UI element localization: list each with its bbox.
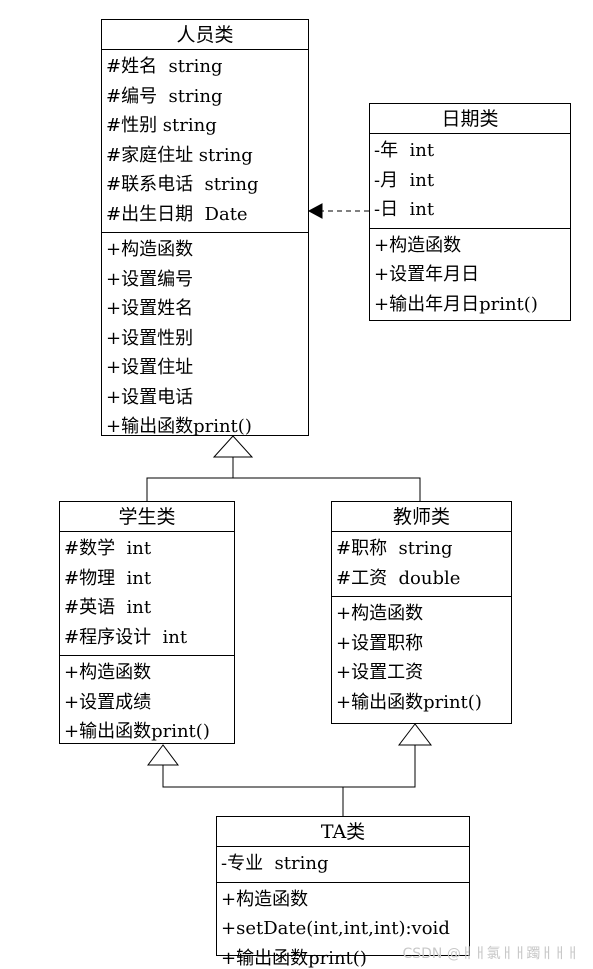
method: +设置住址 — [106, 357, 194, 378]
class-person: 人员类 #姓名 string #编号 string #性别 string #家庭… — [101, 19, 309, 437]
attribute: #工资 double — [336, 567, 461, 589]
method: +输出函数print() — [106, 416, 252, 437]
method-list: +构造函数 +设置年月日 +输出年月日print() — [370, 229, 570, 320]
class-student: 学生类 #数学 int #物理 int #英语 int #程序设计 int +构… — [59, 501, 235, 744]
generalization-student-person — [146, 477, 421, 501]
attribute: #联系电话 string — [106, 174, 259, 195]
attribute: -年 int — [374, 140, 435, 161]
attribute: -月 int — [374, 169, 435, 191]
generalization-arrowhead-person — [212, 435, 254, 458]
attribute: #物理 int — [64, 567, 152, 589]
attribute: #程序设计 int — [64, 626, 188, 648]
attribute-list: -专业 string — [217, 847, 469, 883]
attribute: #姓名 string — [106, 56, 223, 77]
method: +setDate(int,int,int):void — [221, 918, 450, 939]
class-name: 教师类 — [332, 502, 511, 532]
class-ta: TA类 -专业 string +构造函数 +setDate(int,int,in… — [216, 816, 470, 969]
attribute: #家庭住址 string — [106, 144, 253, 166]
method: +设置工资 — [336, 662, 424, 683]
method-list: +构造函数 +设置编号 +设置姓名 +设置性别 +设置住址 +设置电话 +输出函… — [102, 233, 308, 442]
generalization-arrowhead-student — [147, 744, 179, 766]
method: +构造函数 — [336, 603, 424, 624]
generalization-arrowhead-teacher — [397, 723, 433, 746]
class-name: 学生类 — [60, 502, 234, 532]
method: +设置成绩 — [64, 691, 152, 713]
generalization-ta-student — [162, 765, 344, 816]
method-list: +构造函数 +设置职称 +设置工资 +输出函数print() — [332, 597, 511, 717]
class-date: 日期类 -年 int -月 int -日 int +构造函数 +设置年月日 +输… — [369, 103, 571, 321]
attribute-list: -年 int -月 int -日 int — [370, 134, 570, 229]
method: +设置姓名 — [106, 298, 194, 319]
dependency-arrowhead — [307, 203, 323, 219]
generalization-ta-teacher — [343, 745, 416, 788]
attribute: -日 int — [374, 199, 435, 220]
attribute: -专业 string — [221, 853, 329, 874]
attribute: #英语 int — [64, 597, 152, 618]
method: +构造函数 — [374, 234, 462, 256]
method: +构造函数 — [221, 888, 309, 910]
method: +输出函数print() — [64, 721, 210, 742]
attribute: #职称 string — [336, 538, 453, 559]
attribute: #性别 string — [106, 115, 217, 136]
method: +构造函数 — [106, 239, 194, 260]
class-teacher: 教师类 #职称 string #工资 double +构造函数 +设置职称 +设… — [331, 501, 512, 724]
method: +设置性别 — [106, 327, 194, 349]
class-name: 人员类 — [102, 20, 308, 50]
attribute-list: #数学 int #物理 int #英语 int #程序设计 int — [60, 532, 234, 656]
class-name: 日期类 — [370, 104, 570, 134]
attribute-list: #职称 string #工资 double — [332, 532, 511, 597]
attribute-list: #姓名 string #编号 string #性别 string #家庭住址 s… — [102, 50, 308, 233]
method-list: +构造函数 +setDate(int,int,int):void +输出函数pr… — [217, 883, 469, 969]
class-name: TA类 — [217, 817, 469, 847]
method: +输出函数print() — [221, 947, 367, 969]
watermark: CSDN @ￃￃ氯ￃￃ躅ￃￃￃ — [402, 946, 579, 962]
method: +构造函数 — [64, 662, 152, 683]
method: +设置电话 — [106, 386, 194, 408]
method: +设置年月日 — [374, 264, 480, 285]
method: +输出年月日print() — [374, 293, 538, 315]
method: +设置编号 — [106, 268, 194, 290]
attribute: #数学 int — [64, 538, 152, 559]
attribute: #出生日期 Date — [106, 203, 248, 225]
method: +输出函数print() — [336, 691, 482, 713]
method: +设置职称 — [336, 632, 424, 654]
method-list: +构造函数 +设置成绩 +输出函数print() — [60, 656, 234, 747]
attribute: #编号 string — [106, 85, 223, 107]
